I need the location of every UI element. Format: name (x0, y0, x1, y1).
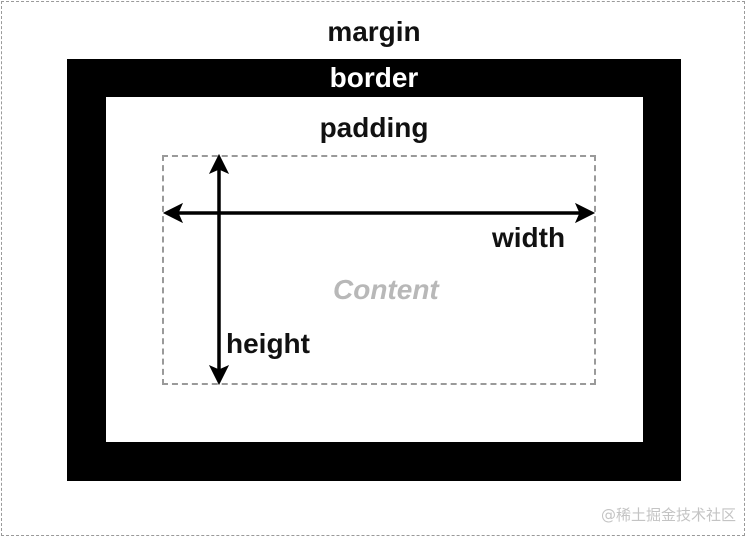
watermark: @稀土掘金技术社区 (600, 506, 736, 524)
height-arrow (208, 153, 230, 386)
height-label: height (226, 328, 310, 359)
content-area (162, 155, 596, 385)
margin-label: margin (327, 16, 421, 47)
border-label: border (329, 62, 419, 93)
width-label: width (492, 222, 566, 253)
content-label: Content (333, 274, 439, 305)
width-arrow (162, 202, 596, 224)
padding-label: padding (319, 112, 429, 143)
